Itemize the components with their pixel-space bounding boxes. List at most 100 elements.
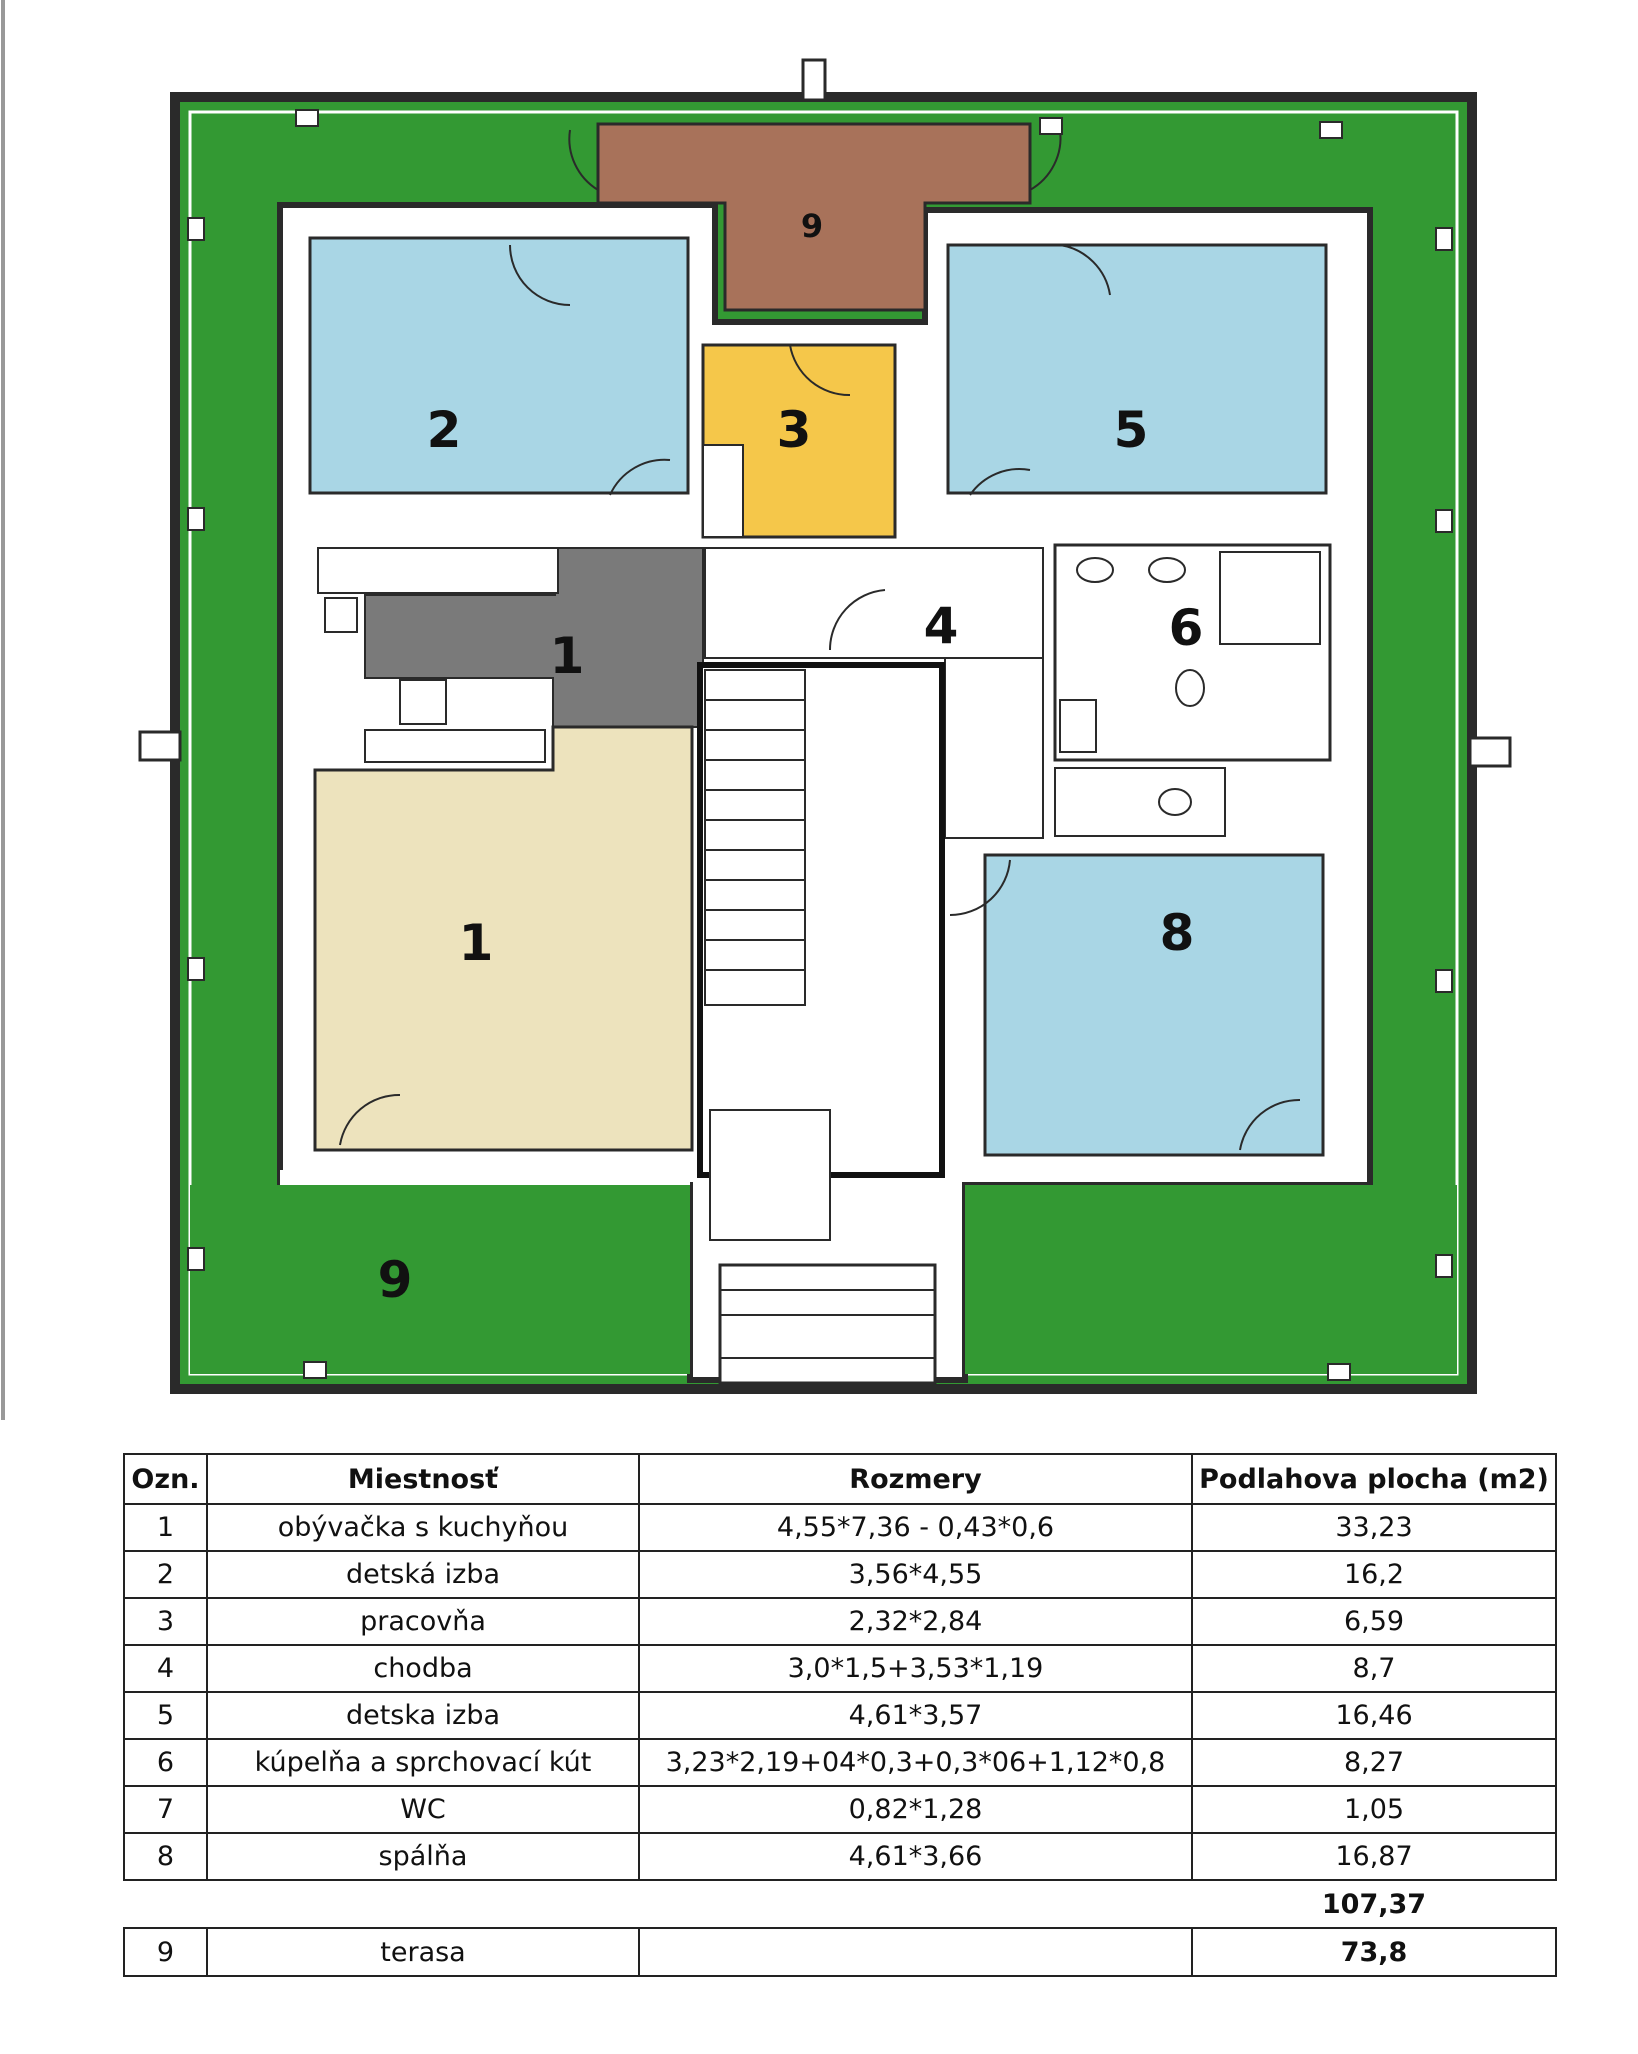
header-ozn: Ozn. xyxy=(123,1453,208,1505)
right-protrusion xyxy=(1468,736,1512,768)
header-dims: Rozmery xyxy=(638,1453,1193,1505)
room-label-4: 4 xyxy=(924,597,959,655)
cell-dims: 4,61*3,66 xyxy=(638,1832,1193,1881)
cell-dims: 4,55*7,36 - 0,43*0,6 xyxy=(638,1503,1193,1552)
cell-ozn: 8 xyxy=(123,1832,208,1881)
table-row: 3 pracovňa 2,32*2,84 6,59 xyxy=(123,1597,1557,1646)
toilet-1 xyxy=(1175,669,1205,707)
cell-area: 16,2 xyxy=(1191,1550,1557,1599)
cell-room: spálňa xyxy=(206,1832,640,1881)
entry-steps xyxy=(718,1263,937,1385)
room-7-wc xyxy=(1054,767,1226,837)
terrace-lower-right xyxy=(965,1185,1457,1374)
cell-area: 8,7 xyxy=(1191,1644,1557,1693)
header-area: Podlahova plocha (m2) xyxy=(1191,1453,1557,1505)
room-4-corridor xyxy=(704,547,1044,659)
cell-ozn: 3 xyxy=(123,1597,208,1646)
room-label-1-kitchen: 1 xyxy=(550,627,585,685)
terrace-area: 73,8 xyxy=(1191,1927,1557,1977)
cell-ozn: 4 xyxy=(123,1644,208,1693)
total-area: 107,37 xyxy=(1321,1888,1427,1920)
room-8 xyxy=(983,853,1325,1157)
kitchen-island xyxy=(364,729,546,763)
cell-dims: 4,61*3,57 xyxy=(638,1691,1193,1740)
table-row: 8 spálňa 4,61*3,66 16,87 xyxy=(123,1832,1557,1881)
cell-dims: 0,82*1,28 xyxy=(638,1785,1193,1834)
room-label-9-top: 9 xyxy=(801,207,823,245)
cell-room: obývačka s kuchyňou xyxy=(206,1503,640,1552)
toilet-2 xyxy=(1158,788,1192,816)
door-swings xyxy=(339,129,1301,1151)
table-row: 2 detská izba 3,56*4,55 16,2 xyxy=(123,1550,1557,1599)
total-empty-2 xyxy=(207,1880,639,1928)
room-5 xyxy=(946,243,1328,495)
table-row: 1 obývačka s kuchyňou 4,55*7,36 - 0,43*0… xyxy=(123,1503,1557,1552)
cell-area: 8,27 xyxy=(1191,1738,1557,1787)
cell-room: detská izba xyxy=(206,1550,640,1599)
room-1-living xyxy=(313,725,694,1152)
cell-dims: 3,0*1,5+3,53*1,19 xyxy=(638,1644,1193,1693)
washbasin-2 xyxy=(1148,557,1186,583)
room-3-cutout xyxy=(702,444,744,538)
cell-area: 6,59 xyxy=(1191,1597,1557,1646)
kitchen-stove xyxy=(399,679,447,725)
cell-room: kúpelňa a sprchovací kút xyxy=(206,1738,640,1787)
cell-ozn: 6 xyxy=(123,1738,208,1787)
room-label-2: 2 xyxy=(427,401,462,459)
cell-dims: 3,56*4,55 xyxy=(638,1550,1193,1599)
cell-room: chodba xyxy=(206,1644,640,1693)
table-header-row: Ozn. Miestnosť Rozmery Podlahova plocha … xyxy=(123,1453,1557,1505)
table-row: 6 kúpelňa a sprchovací kút 3,23*2,19+04*… xyxy=(123,1738,1557,1787)
total-empty-1 xyxy=(124,1880,207,1928)
room-label-5: 5 xyxy=(1114,401,1149,459)
terrace-room: terasa xyxy=(206,1927,640,1977)
cell-dims: 3,23*2,19+04*0,3+0,3*06+1,12*0,8 xyxy=(638,1738,1193,1787)
room-label-1-living: 1 xyxy=(459,914,494,972)
room-label-3: 3 xyxy=(777,401,812,459)
stair-tread-lines xyxy=(705,699,805,971)
total-empty-3 xyxy=(639,1880,1192,1928)
room-2 xyxy=(308,236,690,495)
area-table: Ozn. Miestnosť Rozmery Podlahova plocha … xyxy=(123,1453,1557,1977)
kitchen-sink xyxy=(324,597,358,633)
shower xyxy=(1059,699,1097,753)
chimney xyxy=(801,58,827,102)
stair-steps xyxy=(704,669,806,1006)
cell-room: WC xyxy=(206,1785,640,1834)
balcony-9 xyxy=(596,122,1032,312)
room-label-9-bottom: 9 xyxy=(378,1251,413,1309)
cell-area: 33,23 xyxy=(1191,1503,1557,1552)
cell-dims: 2,32*2,84 xyxy=(638,1597,1193,1646)
terrace-ozn: 9 xyxy=(123,1927,208,1977)
terrace-lower-left xyxy=(190,1185,690,1374)
cell-ozn: 5 xyxy=(123,1691,208,1740)
left-protrusion xyxy=(138,730,182,762)
room-label-6: 6 xyxy=(1169,599,1204,657)
terrace-row: 9 terasa 73,8 xyxy=(123,1927,1557,1977)
washbasin-1 xyxy=(1076,557,1114,583)
cell-ozn: 2 xyxy=(123,1550,208,1599)
cell-room: pracovňa xyxy=(206,1597,640,1646)
floor-plan: 9 2 3 5 1 4 6 1 8 9 xyxy=(1,0,1512,1420)
cell-area: 16,46 xyxy=(1191,1691,1557,1740)
room-label-8: 8 xyxy=(1160,904,1195,962)
header-room: Miestnosť xyxy=(206,1453,640,1505)
total-row: 107,37 xyxy=(124,1880,1556,1928)
cell-area: 16,87 xyxy=(1191,1832,1557,1881)
table-row: 5 detska izba 4,61*3,57 16,46 xyxy=(123,1691,1557,1740)
table-row: 4 chodba 3,0*1,5+3,53*1,19 8,7 xyxy=(123,1644,1557,1693)
cell-ozn: 7 xyxy=(123,1785,208,1834)
terrace-dims xyxy=(638,1927,1193,1977)
bathtub xyxy=(1219,551,1321,645)
landing xyxy=(709,1109,831,1241)
area-table-wrap: Ozn. Miestnosť Rozmery Podlahova plocha … xyxy=(123,1453,1557,1977)
lower-left-notch xyxy=(280,1170,690,1185)
cell-area: 1,05 xyxy=(1191,1785,1557,1834)
room-4-lower xyxy=(944,657,1044,839)
cell-room: detska izba xyxy=(206,1691,640,1740)
cell-ozn: 1 xyxy=(123,1503,208,1552)
kitchen-counter xyxy=(317,547,559,594)
entry-step-lines xyxy=(720,1289,935,1359)
table-row: 7 WC 0,82*1,28 1,05 xyxy=(123,1785,1557,1834)
terrace-posts xyxy=(187,109,1453,1381)
